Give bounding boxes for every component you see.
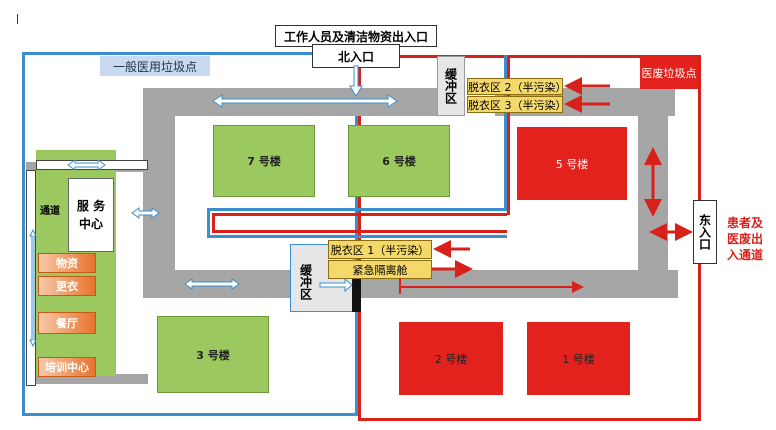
east-entrance-label: 东入口: [693, 200, 717, 264]
building-1-label: 1 号楼: [562, 352, 595, 366]
medical-waste-label: 医废垃圾点: [640, 57, 698, 89]
building-5-label: 5 号楼: [555, 157, 589, 171]
zone-divider-blue: [207, 208, 507, 238]
clean-arrow-service-top: [67, 159, 106, 171]
buffer-zone-top: 缓冲区: [437, 56, 465, 116]
general-waste-label: 一般医用垃圾点: [100, 56, 210, 76]
dining-hall: 餐厅: [38, 312, 96, 334]
service-area-left-wall: [26, 170, 36, 386]
supplies-room: 物资: [38, 253, 96, 273]
training-center: 培训中心: [38, 357, 96, 377]
undress-zone-3: 脱衣区 3（半污染）: [467, 96, 567, 113]
road-west: [143, 88, 175, 298]
clean-arrow-north-down: [349, 65, 363, 97]
clean-arrow-left-vertical: [29, 228, 37, 348]
building-5: 5 号楼: [517, 127, 627, 200]
buffer-door: [352, 276, 361, 312]
building-1: 1 号楼: [527, 322, 630, 395]
building-2: 2 号楼: [399, 322, 503, 395]
passage-label: 通道: [40, 205, 60, 217]
zone-divider-red-vertical: [507, 55, 510, 215]
zone-divider-blue-vertical: [504, 55, 507, 211]
patient-waste-exit-label: 患者及医废出入通道: [726, 216, 763, 262]
changing-room: 更衣: [38, 276, 96, 296]
zone-divider-red: [212, 213, 507, 233]
buffer-zone-mid-label: 缓冲区: [298, 264, 313, 300]
general-zone-border: [22, 52, 358, 416]
building-2-label: 2 号楼: [434, 352, 468, 366]
undress-zone-2: 脱衣区 2（半污染）: [467, 78, 567, 95]
building-3: 3 号楼: [157, 316, 269, 393]
undress-zone-1: 脱衣区 1（半污染）: [328, 240, 432, 259]
building-6: 6 号楼: [348, 125, 450, 197]
corner-mark: [17, 14, 18, 24]
clean-arrow-north-road: [212, 94, 398, 108]
clean-arrow-buffer: [319, 277, 353, 293]
road-left-bottom: [26, 374, 148, 384]
service-center: 服 务 中心: [68, 178, 114, 252]
building-7: 7 号楼: [213, 125, 315, 197]
emergency-isolation-cabin: 紧急隔离舱: [328, 260, 432, 279]
clean-arrow-south-road: [184, 278, 240, 290]
clean-arrow-service-right: [131, 207, 160, 219]
